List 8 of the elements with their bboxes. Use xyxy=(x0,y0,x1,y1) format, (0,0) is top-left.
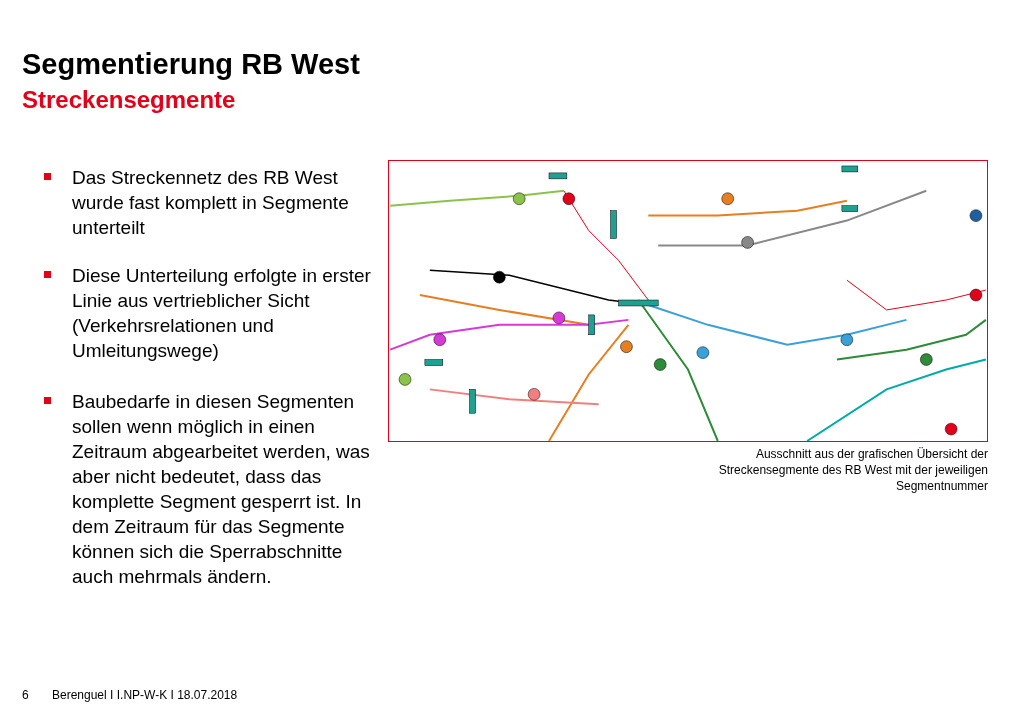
bullet-text: Baubedarfe in diesen Segmenten sollen wenn möglich in einen Zeitraum abgearbeitet werden, was aber nicht bedeutet, dass das komplette Segment gesperrt ist. In dem Zeitraum für das Segmente können sich die Sperrabschnitte auch mehrmals ändern. xyxy=(72,390,371,589)
page-number: 6 xyxy=(22,688,29,702)
figure-caption: Ausschnitt aus der grafischen Übersicht der Streckensegmente des RB West mit der jeweiligen Segmentnummer xyxy=(717,446,988,494)
bullet-text: Diese Unterteilung erfolgte in erster Linie aus vertrieblicher Sicht (Verkehrsrelationen und Umleitungswege) xyxy=(72,264,372,363)
bullet-text: Das Streckennetz des RB West wurde fast komplett in Segmente unterteilt xyxy=(72,166,350,240)
slide-title: Segmentierung RB West xyxy=(22,48,360,81)
footer-text: Berenguel I I.NP-W-K I 18.07.2018 xyxy=(52,688,238,702)
slide-subtitle: Streckensegmente xyxy=(22,86,236,114)
